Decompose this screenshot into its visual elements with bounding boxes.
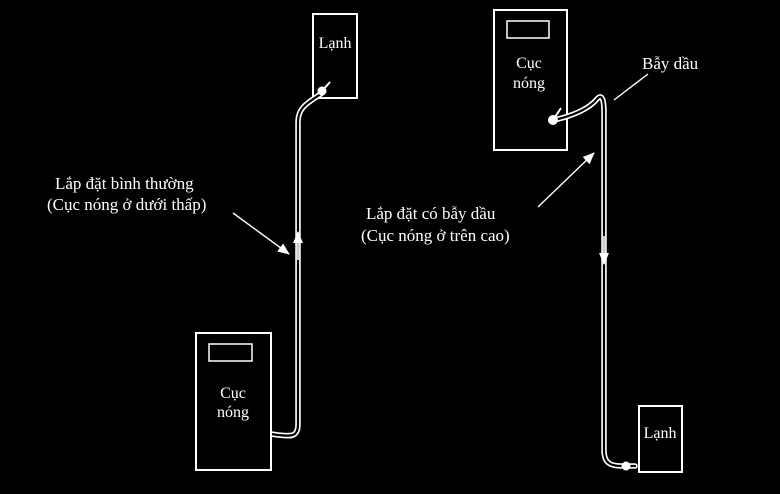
left-caption-leader-arrow-icon bbox=[232, 212, 290, 255]
left-refrigerant-pipe bbox=[261, 90, 325, 439]
right-caption-line1: Lắp đặt có bẫy dầu bbox=[366, 204, 496, 223]
right-indoor-valve-icon bbox=[621, 461, 631, 471]
left-outdoor-unit-label-line1: Cục bbox=[220, 385, 246, 402]
oil-trap-label: Bẫy dầu bbox=[642, 54, 699, 73]
right-caption-leader-arrow-icon bbox=[537, 152, 595, 208]
left-indoor-unit-label: Lạnh bbox=[319, 35, 352, 52]
left-caption-line2: (Cục nóng ở dưới thấp) bbox=[47, 195, 206, 214]
left-outdoor-unit-label-line2: nóng bbox=[217, 404, 249, 421]
left-indoor-unit bbox=[312, 13, 358, 99]
right-refrigerant-pipe-core bbox=[552, 95, 637, 468]
right-indoor-unit-label: Lạnh bbox=[644, 425, 677, 442]
right-outdoor-valve-handle-icon bbox=[552, 107, 562, 121]
left-indoor-valve-handle-icon bbox=[321, 81, 331, 92]
right-caption-line2: (Cục nóng ở trên cao) bbox=[361, 226, 510, 245]
oil-trap-leader-line bbox=[613, 73, 649, 101]
left-caption-line1: Lắp đặt bình thường bbox=[55, 174, 194, 193]
right-refrigerant-pipe bbox=[551, 94, 638, 469]
right-outdoor-unit-label-line2: nóng bbox=[513, 75, 545, 92]
left-refrigerant-pipe-core bbox=[262, 91, 324, 437]
left-outdoor-unit-grille-icon bbox=[208, 343, 253, 362]
right-indoor-unit bbox=[638, 405, 683, 473]
right-outdoor-unit-grille-icon bbox=[506, 20, 550, 39]
right-outdoor-unit-label-line1: Cục bbox=[516, 55, 542, 72]
